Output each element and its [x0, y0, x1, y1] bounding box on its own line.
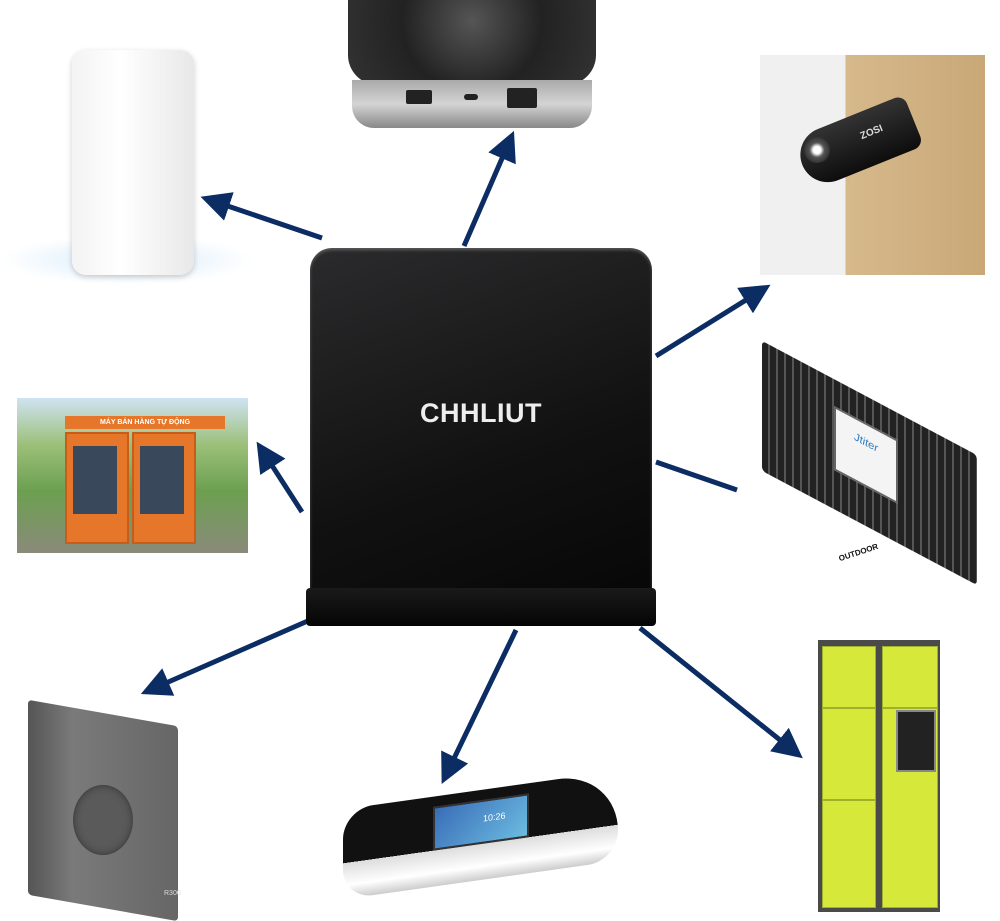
hotspot-side-ports: [352, 80, 592, 128]
industrial-router-logo-circle: [73, 785, 133, 855]
line-to-amplifier: [655, 459, 738, 493]
vending-machine: [65, 432, 129, 544]
white-5g-router: [0, 50, 260, 285]
portable-hotspot-top: [348, 0, 596, 132]
arrow-to-top-hotspot: [461, 130, 516, 247]
antenna-brand: CHHLIUT: [420, 398, 542, 428]
antenna-panel: [310, 248, 652, 598]
arrow-to-locker: [638, 626, 803, 759]
arrow-to-vending: [256, 441, 305, 514]
ethernet-port: [507, 88, 537, 108]
amplifier-outdoor-marking: OUTDOOR: [837, 541, 880, 564]
mobile-hotspot: 10:26: [343, 770, 618, 900]
industrial-router: R300: [28, 695, 218, 921]
arrow-to-camera: [654, 284, 771, 359]
hotspot-top-cover: [348, 0, 596, 85]
arrow-to-white-router: [200, 192, 323, 241]
vending-sign: MÁY BÁN HÀNG TỰ ĐỘNG: [65, 416, 225, 429]
locker-door: [822, 708, 876, 800]
usb-c-port: [464, 94, 478, 100]
vending-machine: [132, 432, 196, 544]
parcel-locker: [818, 640, 940, 912]
arrow-to-mobile-hotspot: [441, 628, 519, 785]
arrow-to-industrial-router: [140, 617, 312, 696]
locker-door: [882, 646, 938, 708]
industrial-router-model: R300: [164, 890, 181, 897]
locker-door: [822, 646, 876, 708]
vending-machines-photo: MÁY BÁN HÀNG TỰ ĐỘNG: [17, 398, 248, 553]
camera-lens: [804, 137, 830, 163]
vending-window: [140, 446, 184, 514]
usb-port: [406, 90, 432, 104]
vending-window: [73, 446, 117, 514]
router-body: [72, 50, 194, 275]
signal-amplifier: Jtiter OUTDOOR: [742, 340, 1000, 586]
chhliut-antenna: CHHLIUT: [306, 248, 656, 626]
locker-screen: [896, 710, 936, 772]
antenna-base: [306, 588, 656, 626]
security-camera: ZOSI: [760, 55, 985, 275]
locker-door: [822, 800, 876, 908]
